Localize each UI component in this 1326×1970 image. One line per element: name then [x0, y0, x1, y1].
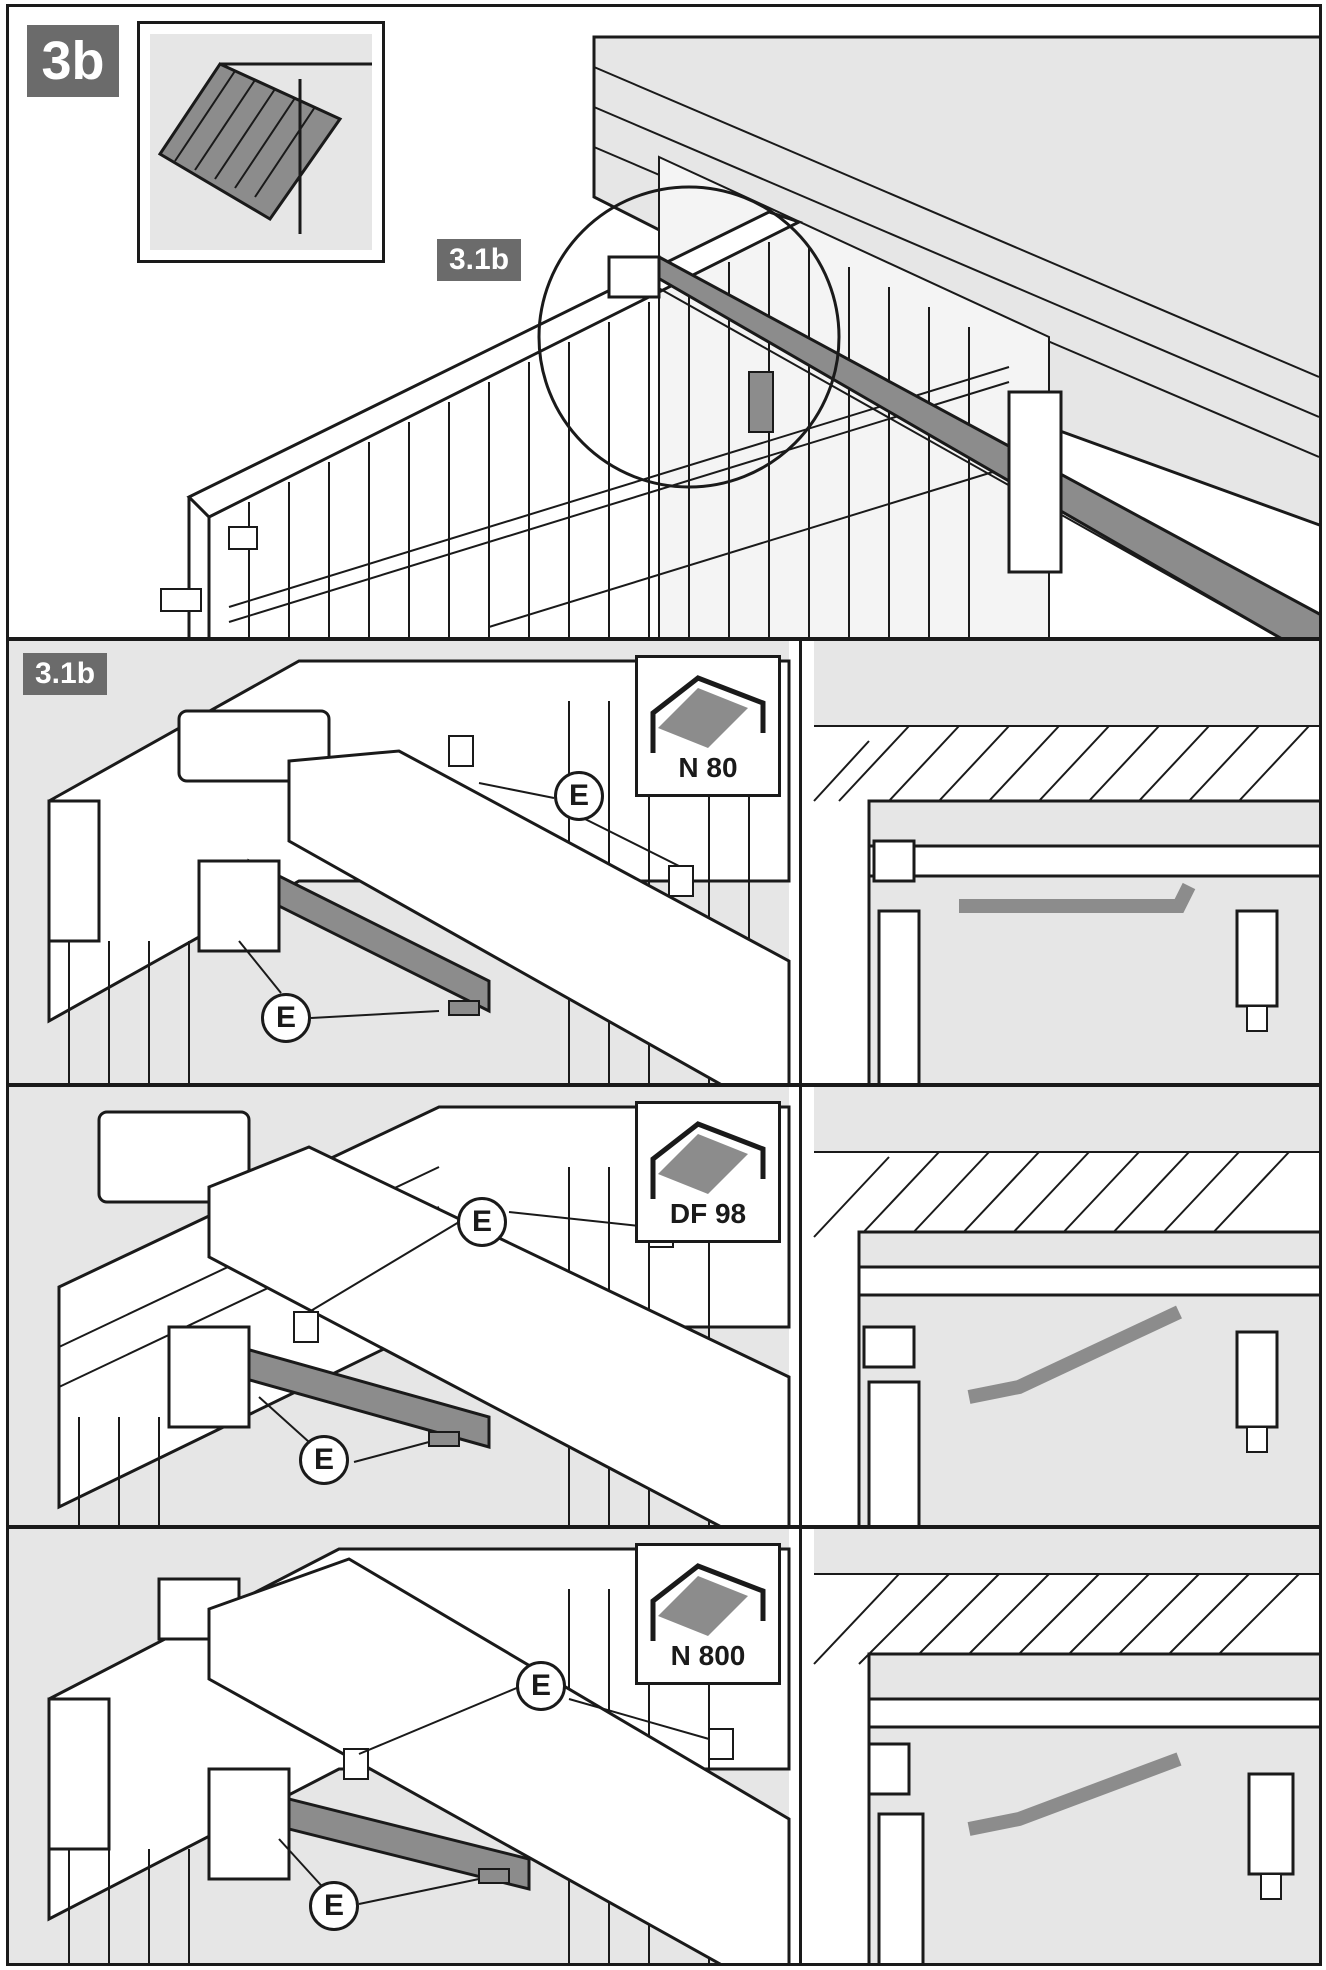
step-label: 3b: [27, 25, 119, 97]
overview-panel: 3b 3.1b: [6, 4, 1322, 640]
row-n80: 3.1b N 80 E E: [6, 638, 1322, 1086]
detail-label-row: 3.1b: [23, 653, 107, 695]
tilting-door-thumbnail: [150, 34, 372, 250]
callout-e: E: [516, 1661, 566, 1711]
detail-label: 3.1b: [437, 239, 521, 281]
frame-profile-icon: [650, 1563, 766, 1641]
callout-e: E: [457, 1197, 507, 1247]
door-type-inset: [137, 21, 385, 263]
row-df98: DF 98 E E: [6, 1084, 1322, 1528]
overview-illustration: [160, 35, 1319, 637]
type-label: N 80: [678, 752, 738, 783]
callout-e: E: [299, 1435, 349, 1485]
frame-profile-icon: [650, 1121, 766, 1199]
row-n80-illustration: [9, 641, 1319, 1083]
row-n800: N 800 E E: [6, 1526, 1322, 1966]
type-box-n80: N 80: [635, 655, 781, 797]
callout-e: E: [261, 993, 311, 1043]
type-box-df98: DF 98: [635, 1101, 781, 1243]
callout-e: E: [554, 771, 604, 821]
frame-profile-icon: [650, 675, 766, 753]
type-box-n800: N 800: [635, 1543, 781, 1685]
type-label: DF 98: [669, 1198, 747, 1229]
callout-e: E: [309, 1881, 359, 1931]
type-label: N 800: [670, 1640, 746, 1671]
